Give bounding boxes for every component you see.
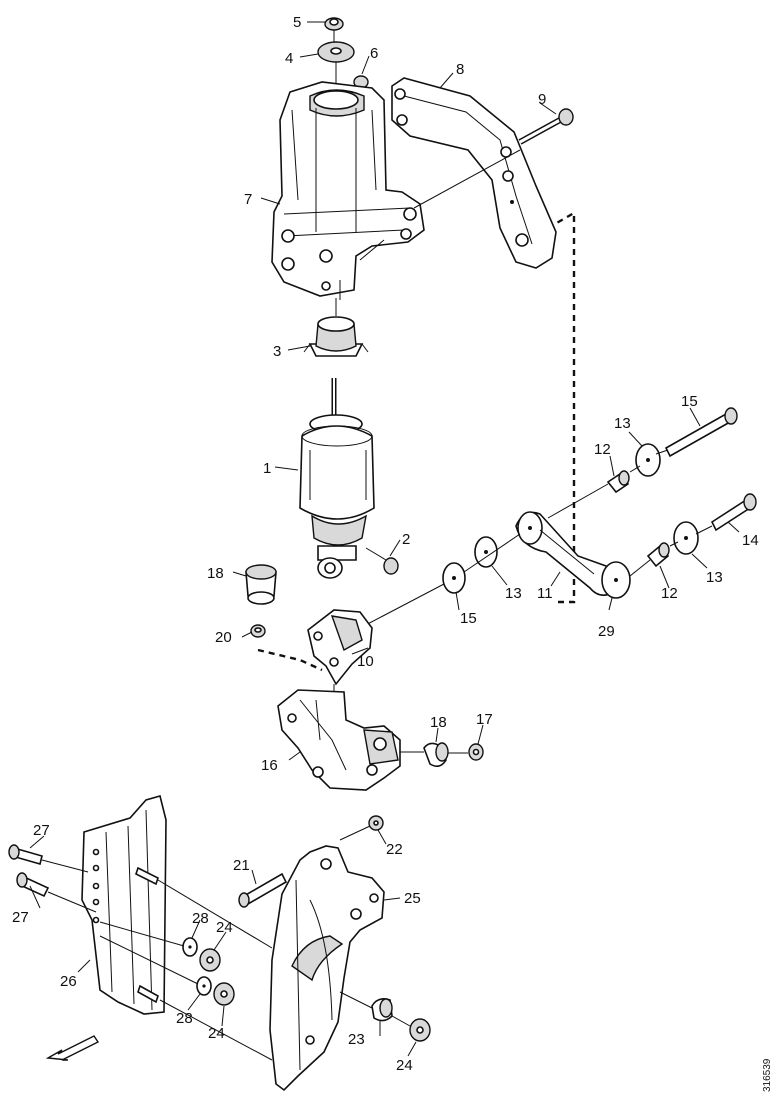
callout-5: 5 [293, 14, 301, 31]
callout-8: 8 [456, 61, 464, 78]
part-23-bushing [371, 998, 393, 1022]
callout-1: 1 [263, 460, 271, 477]
part-7-bracket [271, 81, 425, 300]
callout-18-upper: 18 [207, 565, 224, 582]
callout-13-right: 13 [706, 569, 723, 586]
callout-24-right: 24 [396, 1057, 413, 1074]
callout-9: 9 [538, 91, 546, 108]
callout-13-left: 13 [505, 585, 522, 602]
part-16-lower-bracket [277, 689, 401, 791]
drawing-number: 316539 [762, 1058, 773, 1092]
part-24-nut-right [409, 1018, 431, 1042]
part-28-washer-lower [196, 976, 212, 996]
part-22-nut [368, 815, 384, 831]
part-24-nut-lower [213, 982, 235, 1006]
callout-13-upper: 13 [614, 415, 631, 432]
part-2-nut [365, 547, 399, 575]
dashed-connection-lines [257, 210, 576, 672]
callout-7: 7 [244, 191, 252, 208]
part-15-washer-lower [442, 562, 466, 594]
callout-2: 2 [402, 531, 410, 548]
callout-29: 29 [598, 623, 615, 640]
callout-11: 11 [537, 585, 553, 602]
part-20-nut [250, 624, 266, 638]
axis-lines-right [359, 449, 713, 629]
callout-27-upper: 27 [33, 822, 50, 839]
callout-28-lower: 28 [176, 1010, 193, 1027]
callout-18-lower: 18 [430, 714, 447, 731]
callout-17: 17 [476, 711, 493, 728]
part-27-bolts [8, 844, 50, 898]
callout-4: 4 [285, 50, 293, 67]
part-28-washer-upper [182, 937, 198, 957]
callout-24-lower: 24 [208, 1025, 225, 1042]
part-11-link [515, 511, 618, 596]
part-24-nut-upper [199, 948, 221, 972]
leader-lines [29, 21, 740, 1057]
part-10-bracket [307, 609, 373, 704]
part-15-bolt-upper [664, 407, 738, 458]
part-21-bolt [238, 872, 288, 908]
callout-26: 26 [60, 973, 77, 990]
part-26-vertical-bracket [81, 795, 167, 1015]
callout-21: 21 [233, 857, 250, 874]
direction-arrow-icon [45, 1035, 100, 1061]
callout-labels: 5 4 6 8 9 7 3 1 2 18 20 10 15 13 11 29 1… [12, 14, 759, 1074]
part-29-washer [601, 561, 631, 599]
part-18-bushing [245, 564, 277, 605]
callout-15-lower: 15 [460, 610, 477, 627]
callout-22: 22 [386, 841, 403, 858]
part-9-bolt [518, 108, 574, 145]
callout-6: 6 [370, 45, 378, 62]
part-17-nut [468, 743, 484, 761]
part-3-rubber-mount [303, 298, 369, 357]
part-1-air-spring [299, 378, 375, 579]
callout-14: 14 [742, 532, 759, 549]
callout-25: 25 [404, 890, 421, 907]
callout-24-upper: 24 [216, 919, 233, 936]
callout-12-lower: 12 [661, 585, 678, 602]
callout-10: 10 [357, 653, 374, 670]
part-18-lower-bushing [423, 742, 449, 768]
callout-20: 20 [215, 629, 232, 646]
part-12-bushing-lower [646, 542, 670, 568]
part-13-washer-lower-left [474, 536, 498, 568]
studs-on-bracket-26 [135, 866, 159, 1004]
part-8-arm [391, 77, 557, 269]
callout-12-upper: 12 [594, 441, 611, 458]
part-25-large-bracket [269, 845, 385, 1092]
part-13-washer-upper [635, 443, 661, 477]
callout-16: 16 [261, 757, 278, 774]
callout-28-upper: 28 [192, 910, 209, 927]
part-5-nut [324, 17, 344, 31]
callout-3: 3 [273, 343, 281, 360]
part-13-washer-lower-right [673, 521, 699, 555]
part-14-bolt [710, 493, 757, 532]
callout-15-upper: 15 [681, 393, 698, 410]
part-12-bushing-upper [606, 470, 630, 494]
callout-27-lower: 27 [12, 909, 29, 926]
axis-lines-lower [41, 825, 411, 1061]
part-4-washer [317, 41, 355, 63]
callout-23: 23 [348, 1031, 365, 1048]
